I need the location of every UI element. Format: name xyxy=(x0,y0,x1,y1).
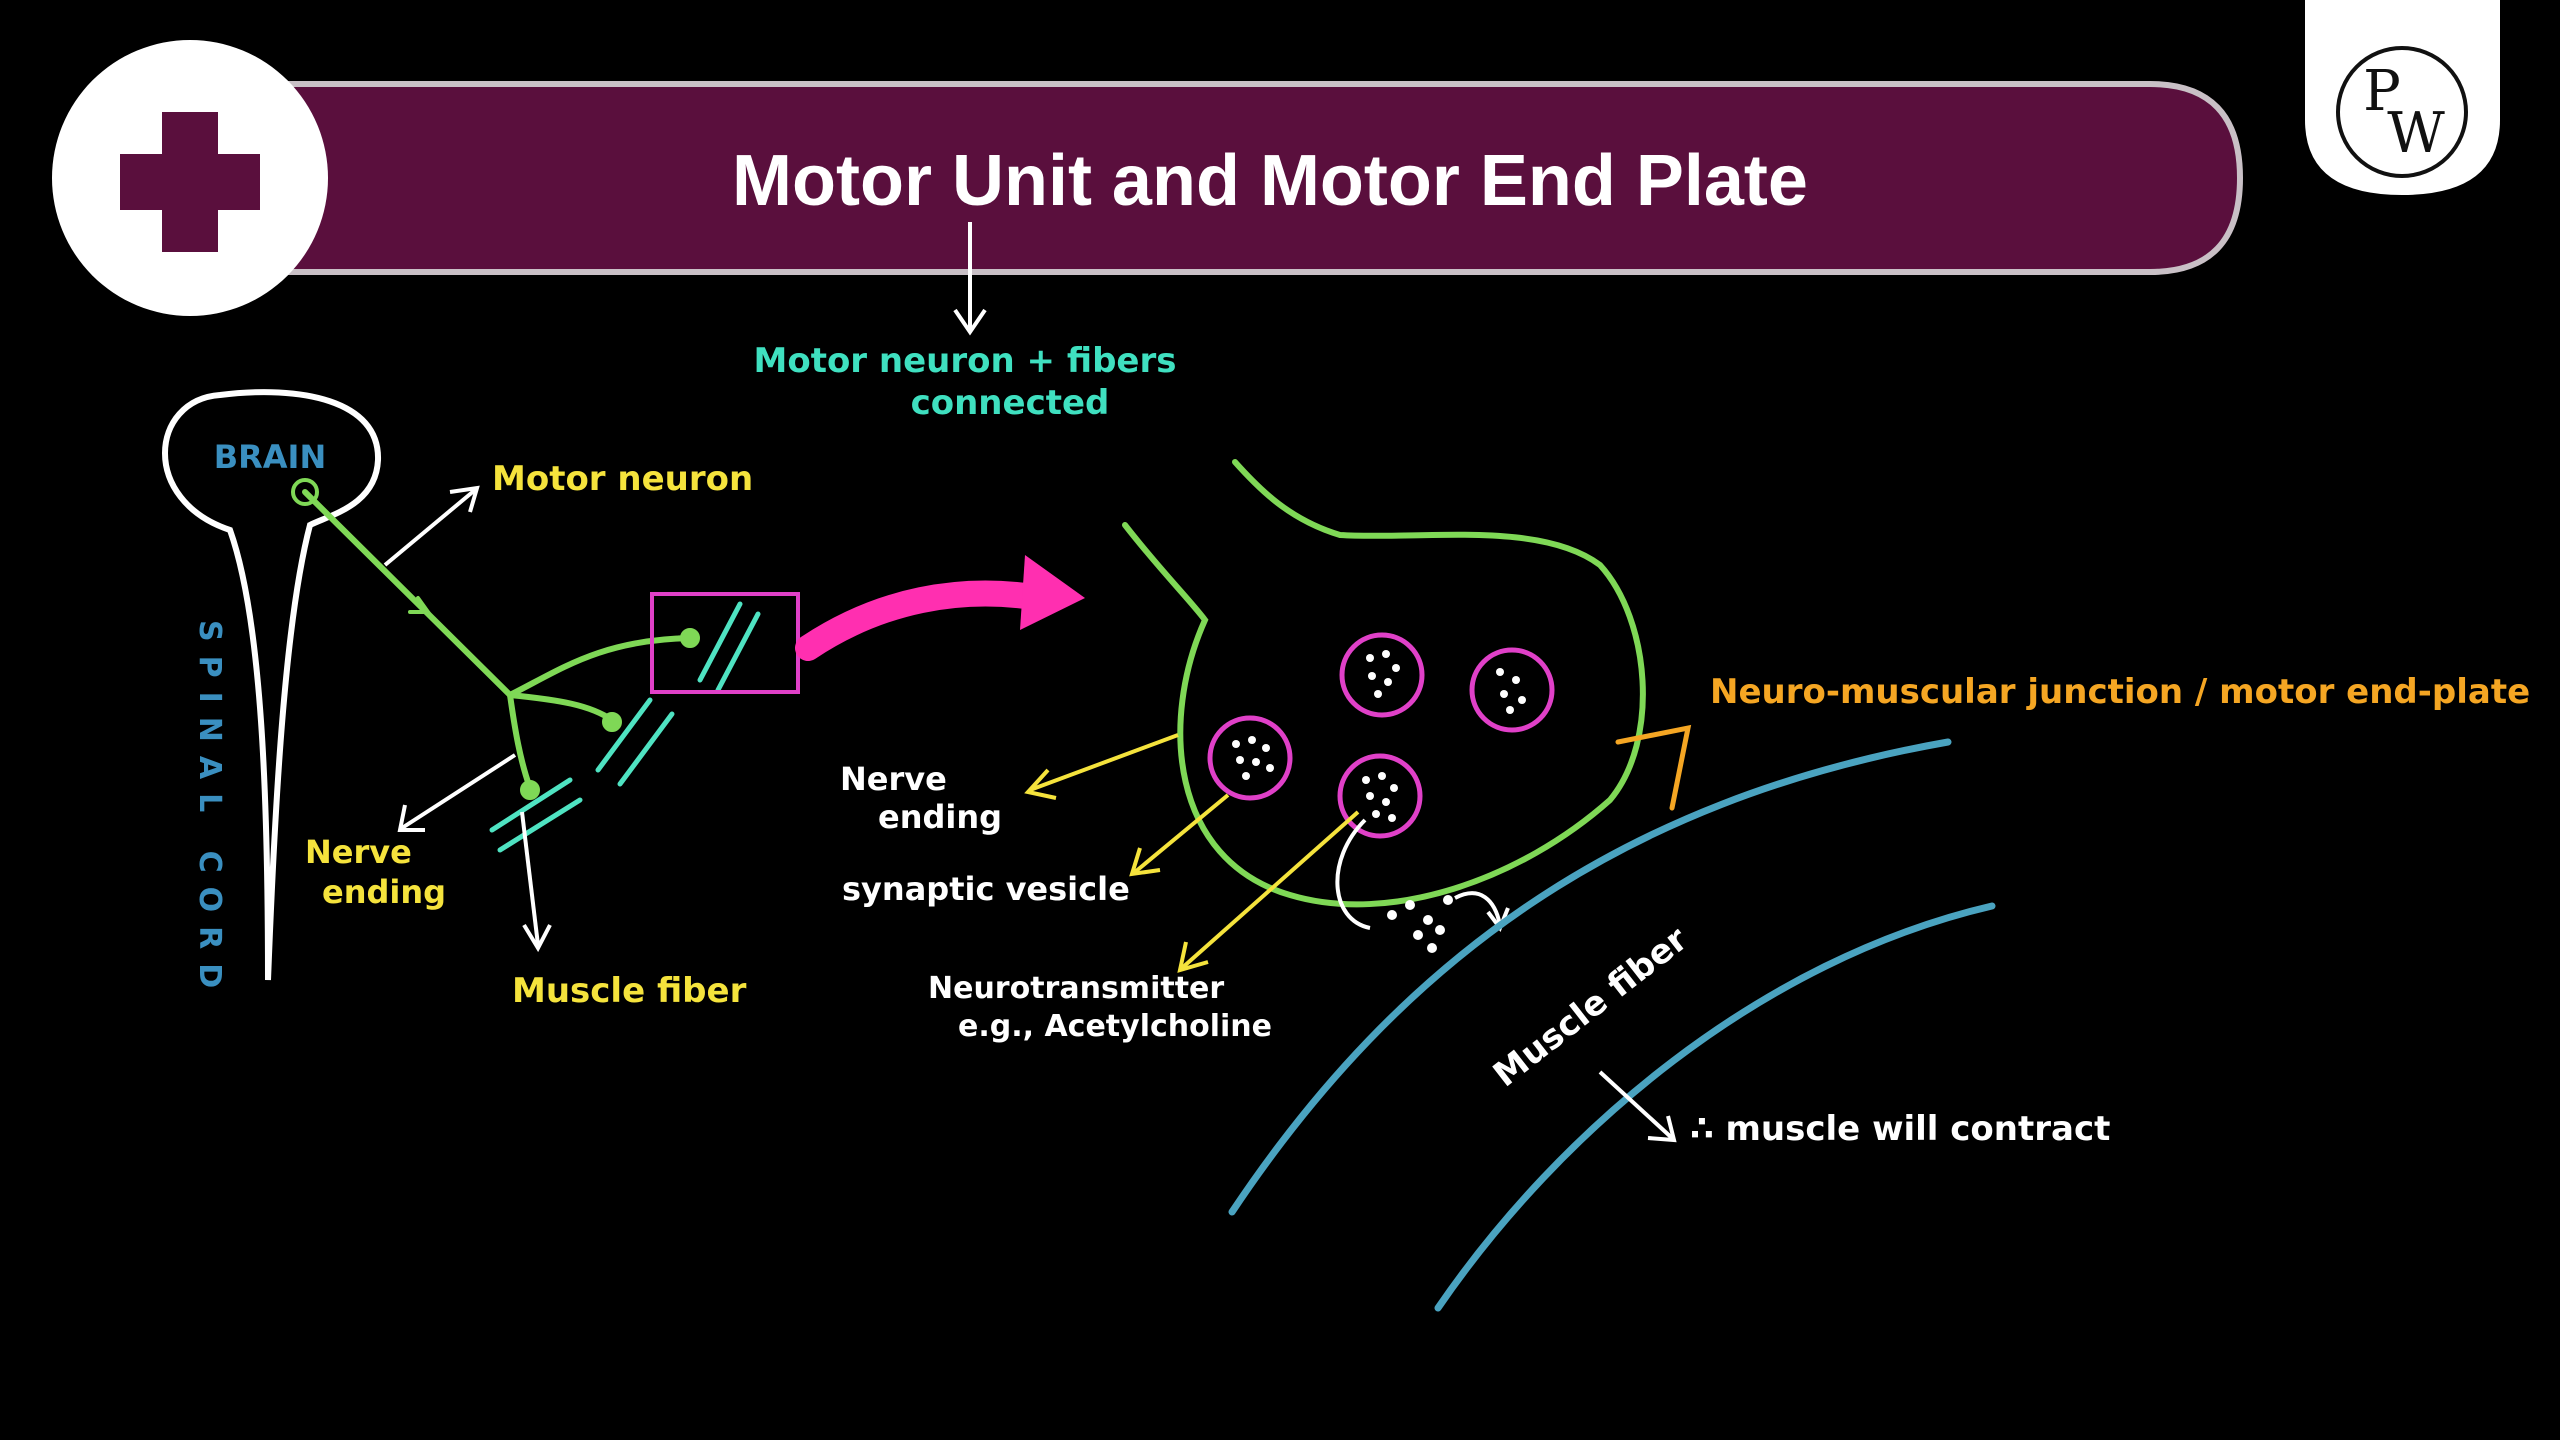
release-arrow-1 xyxy=(1335,818,1371,930)
neuron-soma xyxy=(291,478,319,506)
brain-outline xyxy=(162,389,382,981)
annotation-line-1: Motor neuron + fibers xyxy=(754,341,1177,381)
nerve-ending-pointer xyxy=(400,753,517,830)
motor-neuron-label: Motor neuron xyxy=(492,459,753,499)
right-nerve-ending-pointer xyxy=(1029,733,1179,792)
axon-direction-arrow xyxy=(408,596,432,614)
brain-label: BRAIN xyxy=(214,438,326,476)
synaptic-vesicle-pointer-head xyxy=(1129,847,1161,877)
spinal-cord-label: SPINAL CORD xyxy=(192,620,227,1002)
motor-neuron-pointer-head xyxy=(449,485,480,513)
muscle-fiber-pointer xyxy=(520,811,540,946)
contract-label: ∴ muscle will contract xyxy=(1690,1109,2110,1149)
terminal-membrane xyxy=(1122,459,1646,908)
muscle-fiber-1b xyxy=(715,611,761,693)
neurotransmitter-label-2: e.g., Acetylcholine xyxy=(958,1009,1272,1044)
axon-branch-top xyxy=(507,635,693,698)
header-banner: Motor Unit and Motor End Plate xyxy=(52,40,2244,316)
logo-letter-p: P xyxy=(2363,59,2401,124)
vesicle-1 xyxy=(1207,715,1293,801)
muscle-fiber-right xyxy=(1228,738,1996,1312)
motor-neuron-axon xyxy=(302,489,700,800)
motor-neuron-pointer xyxy=(383,488,477,567)
left-muscle-fiber-label: Muscle fiber xyxy=(512,971,747,1011)
brain-spinal-cord: BRAIN SPINAL CORD xyxy=(162,389,382,1002)
axon-main xyxy=(302,489,513,698)
synaptic-vesicles xyxy=(1207,632,1555,839)
axon-branch-middle xyxy=(507,692,615,723)
nmj-bracket xyxy=(1615,724,1692,811)
left-nerve-ending-label-1: Nerve xyxy=(305,833,412,871)
release-arrow-2 xyxy=(1454,891,1502,926)
logo-ring xyxy=(2336,46,2468,178)
nerve-terminal xyxy=(1122,459,1646,908)
muscle-fiber-pointer-head xyxy=(522,923,552,953)
vesicle-2 xyxy=(1339,632,1425,718)
left-nerve-ending-label-2: ending xyxy=(322,873,446,911)
muscle-fiber-2b xyxy=(617,711,675,787)
zoom-arrow-shaft xyxy=(795,580,1053,661)
neurotransmitter-label-1: Neurotransmitter xyxy=(928,971,1224,1006)
logo-tab xyxy=(2305,0,2500,195)
synaptic-vesicle-label: synaptic vesicle xyxy=(842,870,1130,908)
vesicle-3 xyxy=(1469,647,1555,733)
title-annotation: Motor neuron + fibers connected xyxy=(754,222,1177,423)
muscle-fiber-2a xyxy=(595,697,653,773)
right-nerve-ending-label-1: Nerve xyxy=(840,760,947,798)
nmj-label: Neuro-muscular junction / motor end-plat… xyxy=(1710,672,2530,712)
right-nerve-ending-pointer-head xyxy=(1024,768,1057,800)
right-nerve-ending-label-2: ending xyxy=(878,798,1002,836)
title-bar xyxy=(257,81,2244,275)
pw-logo: P W xyxy=(2305,0,2500,195)
muscle-fibers-left xyxy=(489,601,761,853)
left-labels: Motor neuron Nerve ending Muscle fiber xyxy=(305,459,753,1011)
muscle-fiber-lower-edge xyxy=(1434,902,1996,1312)
nerve-ending-dot-2 xyxy=(602,712,622,732)
neurotransmitter-pointer-head xyxy=(1177,941,1209,973)
axon-branch-bottom xyxy=(507,692,533,791)
vesicle-contents xyxy=(1232,650,1526,822)
synaptic-vesicle-pointer xyxy=(1133,793,1230,874)
nerve-ending-dot-3 xyxy=(520,780,540,800)
muscle-fiber-1a xyxy=(697,601,743,683)
muscle-fiber-3b xyxy=(497,797,583,853)
nerve-ending-pointer-head xyxy=(397,804,425,832)
contract-pointer-head xyxy=(1647,1115,1677,1143)
page-title: Motor Unit and Motor End Plate xyxy=(732,141,1808,221)
zoom-arrow-head xyxy=(1020,555,1085,630)
muscle-fiber-upper-edge xyxy=(1228,738,1952,1216)
annotation-line-2: connected xyxy=(911,383,1110,423)
medical-cross-icon xyxy=(120,112,260,252)
zoom-arrow xyxy=(795,555,1085,661)
annotation-arrow-head xyxy=(953,308,987,336)
logo-letter-w: W xyxy=(2387,101,2445,166)
muscle-fiber-3a xyxy=(489,777,573,833)
contract-pointer xyxy=(1598,1070,1674,1140)
vesicle-4 xyxy=(1337,753,1423,839)
released-neurotransmitter xyxy=(1335,818,1510,953)
neurotransmitter-pointer xyxy=(1180,810,1360,970)
nerve-ending-dot-1 xyxy=(680,628,700,648)
